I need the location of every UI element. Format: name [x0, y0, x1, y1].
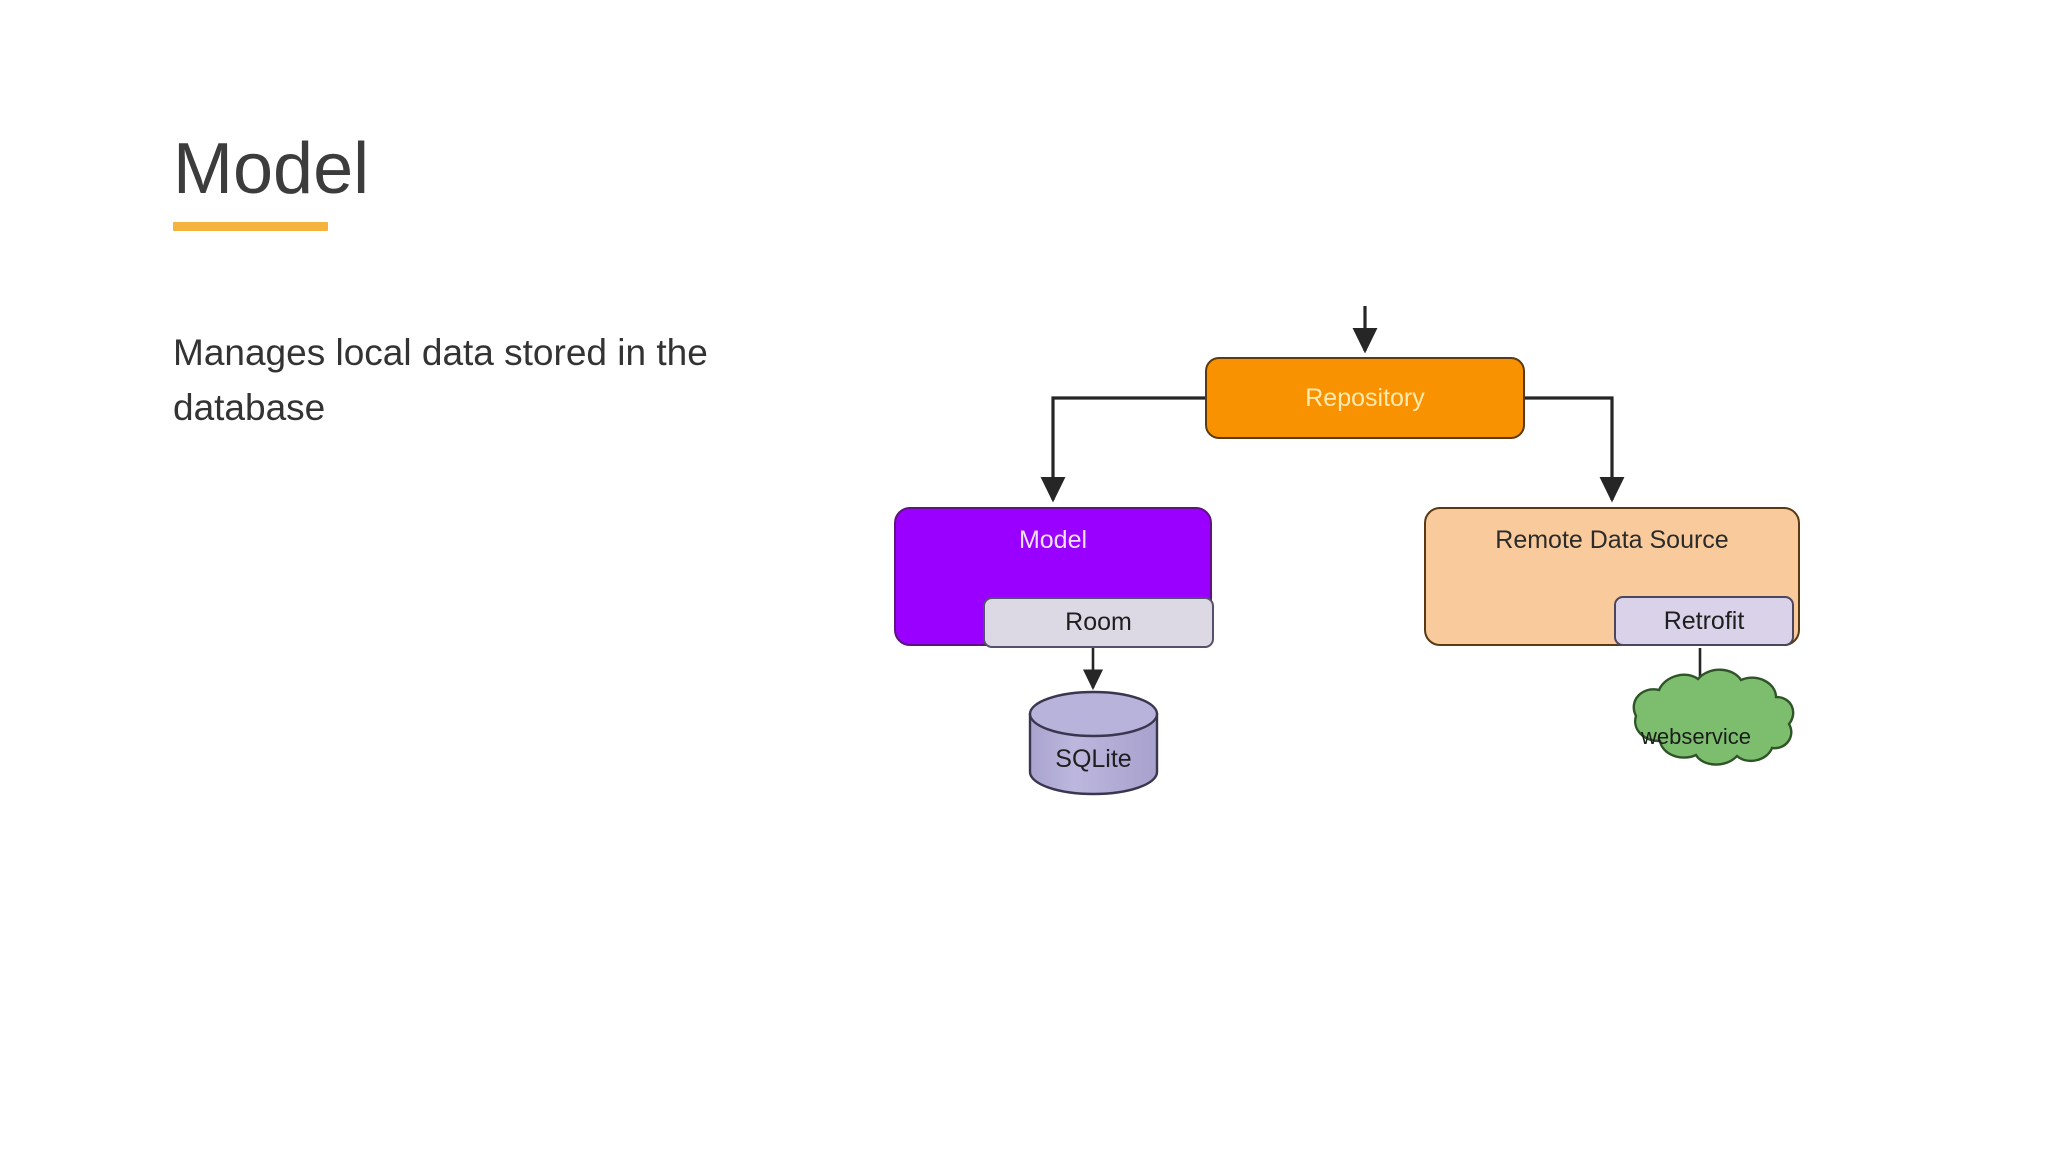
edge-repository-to-model — [1040, 396, 1205, 503]
webservice-cloud-shape — [1632, 668, 1795, 766]
edge-repository-to-remote-data-source — [1525, 396, 1625, 503]
title-accent-underline — [173, 222, 328, 231]
node-repository[interactable] — [1205, 357, 1525, 439]
node-room[interactable] — [983, 597, 1214, 648]
title-block: Model — [173, 130, 369, 231]
body-text: Manages local data stored in the databas… — [173, 332, 708, 428]
node-retrofit[interactable] — [1614, 596, 1794, 646]
page-title: Model — [173, 129, 370, 209]
sqlite-cylinder-shape — [1028, 690, 1159, 796]
